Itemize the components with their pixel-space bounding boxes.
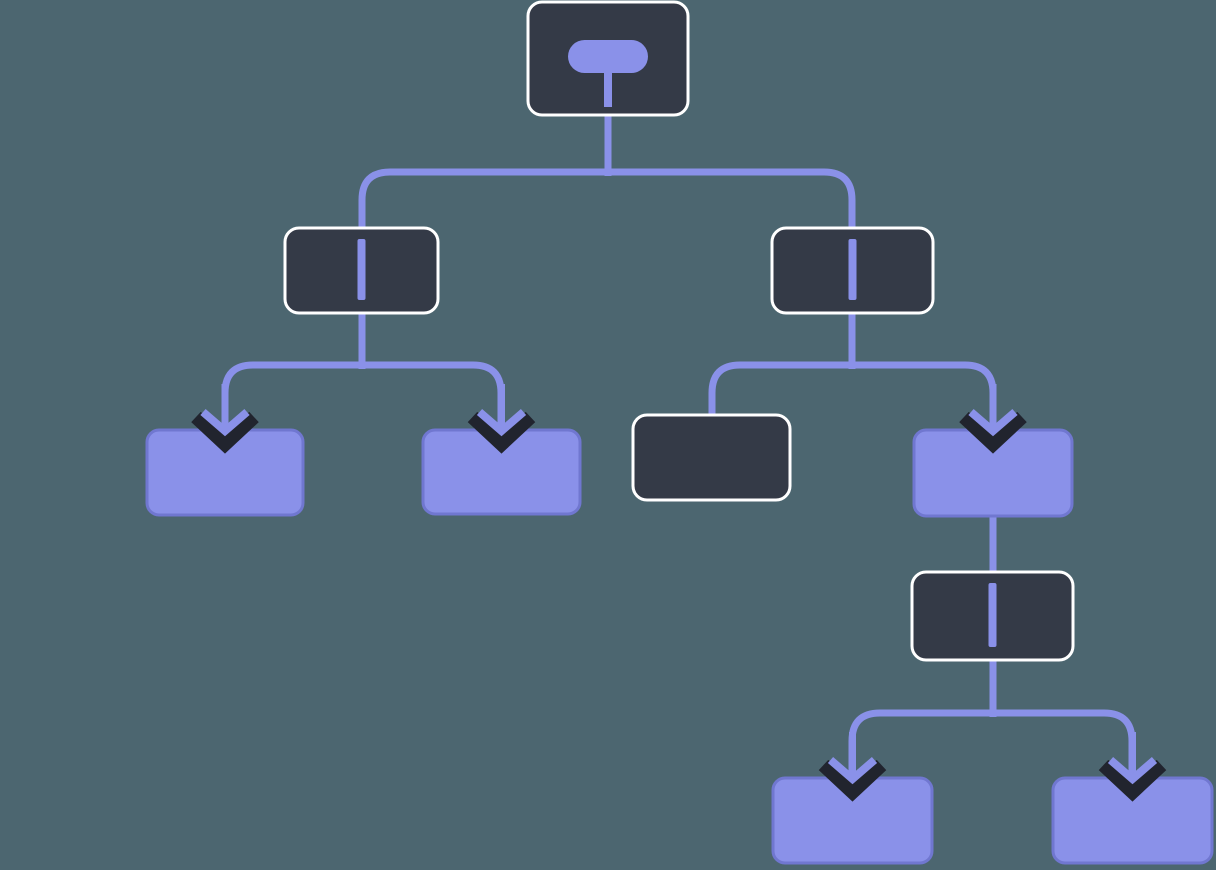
edge-root-to-right [608,168,856,230]
chevron-down-purple-icon [1107,756,1158,785]
chevron-down-purple-icon [200,408,250,437]
chevron-down-purple-icon [827,756,878,785]
chevron-down-purple-icon [476,408,527,437]
chevron-down-dark-icon [191,411,259,454]
branch-node-lower [910,570,1075,662]
root-pill-stem [604,69,612,107]
chevron-down-dark-icon [467,411,536,454]
branch-node-left [283,226,440,315]
vertical-bar-icon [848,239,857,300]
arrow-down-marker [818,732,887,802]
arrow-down-marker [959,384,1027,454]
branch-node-right [770,226,935,315]
arrow-down-marker [467,384,536,454]
leaf-node-3-dark [631,413,792,502]
root-pill-icon [568,40,648,73]
chevron-down-dark-icon [1098,759,1167,802]
edge-root-to-left [358,168,608,230]
chevron-down-dark-icon [818,759,887,802]
vertical-bar-icon [357,239,366,300]
tree-root-node [526,0,690,117]
chevron-down-dark-icon [959,411,1027,454]
vertical-bar-icon [988,583,997,647]
node-box [631,413,792,502]
arrow-down-marker [191,384,259,454]
chevron-down-purple-icon [968,408,1018,437]
edge-right-to-leaf3 [708,361,852,417]
arrow-down-marker [1098,732,1167,802]
